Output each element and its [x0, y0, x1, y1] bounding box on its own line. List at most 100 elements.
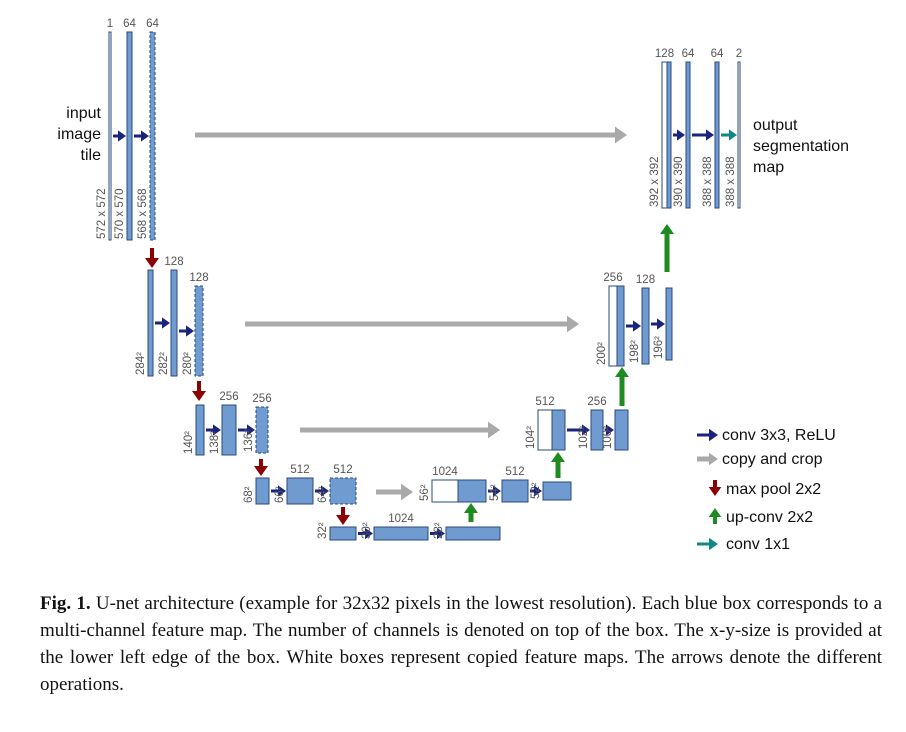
- channel-label-19: 512: [535, 396, 554, 408]
- size-label-6: 140²: [183, 431, 195, 454]
- conv-arrow-1-head: [141, 130, 149, 142]
- legend-label-0: conv 3x3, ReLU: [722, 427, 836, 444]
- feature-map-8: [255, 406, 269, 454]
- feature-map-15: [431, 479, 459, 503]
- output-label-line-1: segmentation: [753, 138, 849, 155]
- feature-map-0: [108, 31, 112, 241]
- feature-map-23: [608, 285, 618, 367]
- maxpool-arrow-2-head: [254, 466, 268, 476]
- feature-map-21: [590, 409, 604, 451]
- feature-map-27: [661, 61, 668, 209]
- upconv-arrow-1-head: [551, 452, 565, 462]
- size-label-25: 198²: [629, 340, 641, 363]
- figure-caption: Fig. 1. U-net architecture (example for …: [40, 590, 882, 698]
- input-label-line-0: input: [66, 105, 101, 122]
- size-label-10: 66²: [274, 486, 286, 503]
- channel-label-11: 512: [333, 464, 352, 476]
- size-label-22: 100²: [602, 426, 614, 449]
- feature-map-12: [329, 526, 357, 541]
- feature-map-3: [147, 269, 154, 377]
- feature-map-10: [286, 477, 314, 505]
- output-label-line-2: map: [753, 159, 784, 176]
- channel-label-29: 64: [682, 48, 695, 60]
- copy-arrow-2-head: [488, 421, 500, 439]
- channel-label-0: 1: [107, 18, 113, 30]
- upconv-arrow-3-head: [660, 224, 674, 234]
- size-label-17: 54²: [489, 484, 501, 501]
- legend-icon-4-head: [709, 537, 718, 551]
- size-label-11: 64²: [317, 486, 329, 503]
- feature-map-13: [373, 526, 429, 541]
- size-label-26: 196²: [653, 336, 665, 359]
- copy-arrow-3-head: [401, 483, 413, 501]
- conv-arrow-0-head: [118, 130, 126, 142]
- channel-label-25: 128: [636, 274, 655, 286]
- conv-arrow-17-head: [706, 129, 714, 141]
- feature-map-29: [685, 61, 691, 209]
- size-label-14: 28²: [433, 522, 445, 539]
- conv-arrow-11-head: [534, 485, 542, 497]
- feature-map-17: [501, 479, 529, 503]
- channel-label-8: 256: [252, 393, 271, 405]
- channel-label-1: 64: [123, 18, 136, 30]
- conv-arrow-14-head: [633, 320, 641, 332]
- size-label-8: 136²: [243, 429, 255, 452]
- conv-arrow-9-head: [437, 527, 445, 540]
- legend-label-4: conv 1x1: [726, 536, 790, 553]
- feature-map-31: [737, 61, 741, 209]
- upconv-arrow-0-head: [464, 503, 478, 513]
- feature-map-30: [714, 61, 720, 209]
- channel-label-4: 128: [164, 256, 183, 268]
- size-label-31: 388 x 388: [725, 156, 737, 207]
- maxpool-arrow-3-head: [336, 515, 350, 525]
- maxpool-arrow-0-head: [145, 258, 159, 268]
- unet-architecture-diagram: 1 572 x 572 64 570 x 570 64 568 x 568 284² 128 2…: [57, 18, 849, 553]
- conv-arrow-7-head: [321, 485, 329, 497]
- channel-label-7: 256: [219, 391, 238, 403]
- legend-icon-3-head: [708, 508, 722, 517]
- feature-map-5: [194, 285, 204, 377]
- channel-label-13: 1024: [388, 513, 414, 525]
- legend-icon-0-head: [709, 428, 718, 442]
- feature-map-16: [457, 479, 487, 503]
- operation-arrows: [113, 126, 737, 551]
- size-label-12: 32²: [317, 522, 329, 539]
- conv-arrow-3-head: [186, 325, 194, 337]
- feature-map-4: [170, 269, 178, 377]
- legend-label-3: up-conv 2x2: [726, 509, 813, 526]
- size-label-13: 30²: [361, 522, 373, 539]
- legend-icon-2-head: [708, 487, 722, 496]
- size-label-2: 568 x 568: [137, 188, 149, 239]
- feature-map-28: [666, 61, 672, 209]
- size-label-0: 572 x 572: [96, 188, 108, 239]
- feature-map-19: [537, 409, 553, 451]
- feature-map-25: [641, 287, 650, 365]
- size-label-15: 56²: [419, 484, 431, 501]
- feature-map-6: [195, 404, 205, 456]
- feature-map-24: [616, 285, 625, 367]
- input-label-line-2: tile: [81, 147, 102, 164]
- feature-map-20: [551, 409, 566, 451]
- caption-text: U-net architecture (example for 32x32 pi…: [40, 593, 883, 695]
- channel-label-21: 256: [587, 396, 606, 408]
- legend-icon-1-head: [709, 452, 718, 466]
- size-label-5: 280²: [182, 352, 194, 375]
- feature-map-9: [255, 477, 270, 505]
- size-label-4: 282²: [158, 352, 170, 375]
- size-label-3: 284²: [135, 352, 147, 375]
- conv-arrow-10-head: [493, 485, 501, 497]
- conv-arrow-12-head: [582, 424, 590, 436]
- feature-map-2: [149, 31, 156, 241]
- upconv-arrow-2-head: [615, 367, 629, 377]
- channel-label-27: 128: [655, 48, 674, 60]
- size-label-29: 390 x 390: [673, 156, 685, 207]
- feature-map-22: [614, 409, 629, 451]
- channel-label-5: 128: [189, 272, 208, 284]
- size-label-1: 570 x 570: [114, 188, 126, 239]
- size-label-23: 200²: [596, 342, 608, 365]
- caption-prefix: Fig. 1.: [40, 593, 91, 614]
- conv-arrow-5-head: [247, 424, 255, 436]
- channel-label-30: 64: [711, 48, 724, 60]
- channel-label-23: 256: [603, 272, 622, 284]
- conv-arrow-8-head: [365, 527, 373, 540]
